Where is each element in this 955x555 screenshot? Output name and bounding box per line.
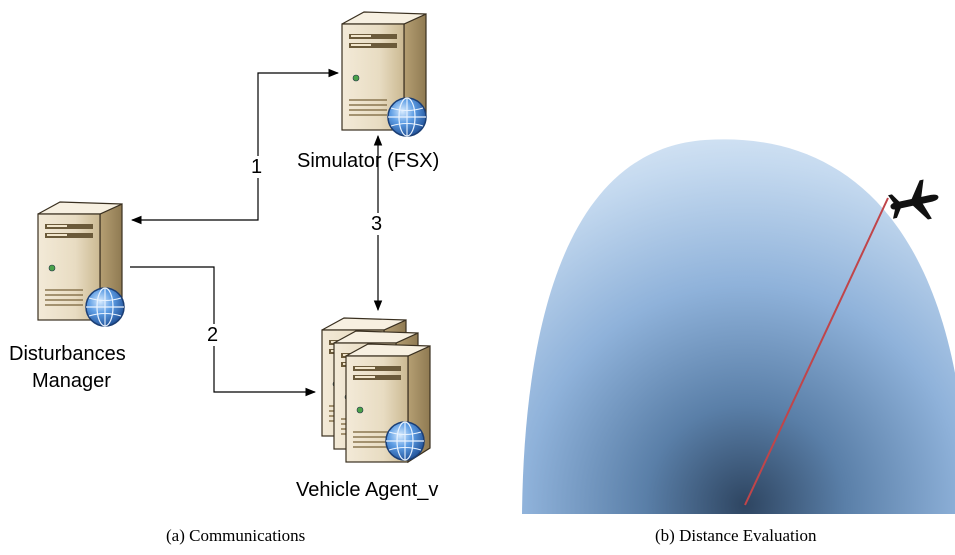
caption-distance-evaluation: (b) Distance Evaluation [655,526,817,545]
manager-label-line1: Disturbances [9,343,126,365]
simulator-globe-icon [387,97,427,137]
distance-line [744,197,889,506]
simulator-label: Simulator (FSX) [297,150,440,172]
airplane-icon [888,179,939,220]
link-2-label: 2 [205,324,221,346]
manager-globe-icon [85,287,125,327]
link-2-connector [130,266,317,397]
manager-label-line2: Manager [32,370,111,392]
caption-communications: (a) Communications [166,526,306,545]
vehicle-label: Vehicle Agent_v [296,479,439,501]
distance-dome [522,139,955,514]
link-1-label: 1 [249,156,265,178]
vehicle-globe-icon [385,421,425,461]
link-3-label: 3 [369,213,385,235]
link-1-connector [130,68,340,225]
